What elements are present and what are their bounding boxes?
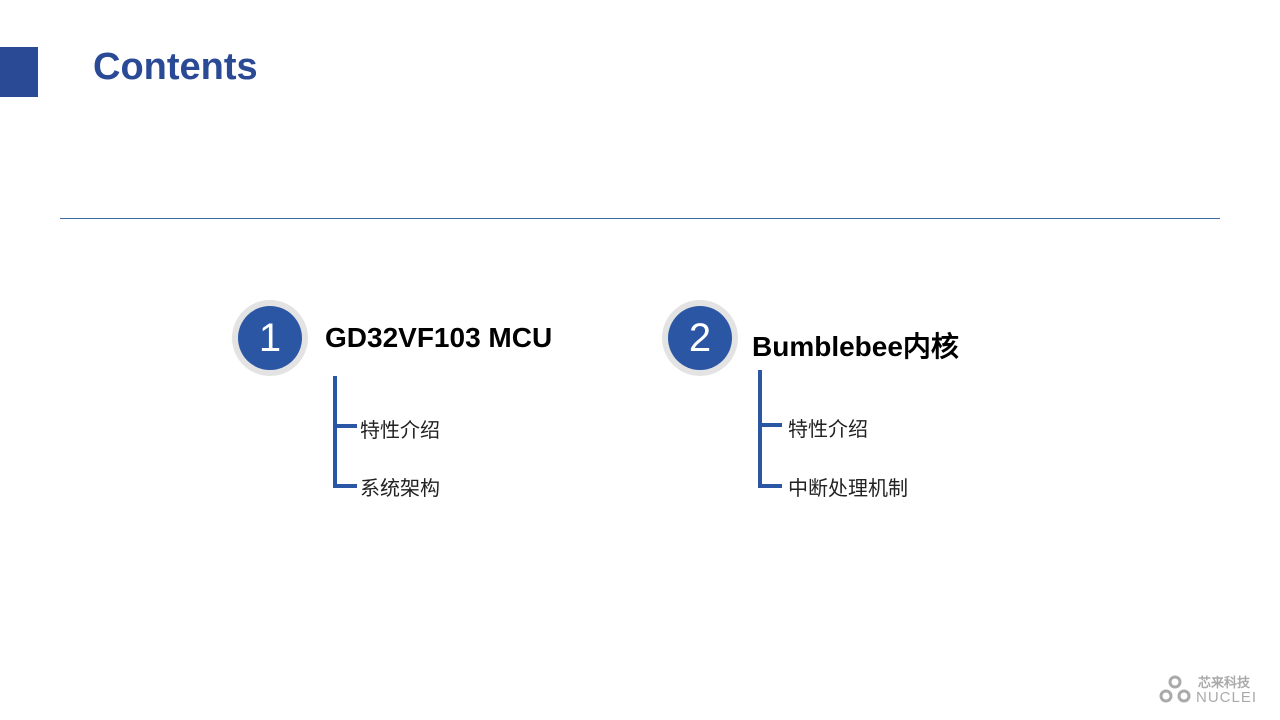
section-number: 2 <box>668 306 732 370</box>
section-heading: Bumblebee内核 <box>752 331 959 362</box>
logo-text-cn: 芯来科技 <box>1198 675 1251 690</box>
section-item[interactable]: 特性介绍 <box>788 419 868 441</box>
logo-text-en: NUCLEI <box>1196 689 1258 706</box>
logo-icon <box>1159 675 1191 703</box>
tree-line <box>758 370 762 488</box>
section-item[interactable]: 系统架构 <box>360 478 440 500</box>
section-item[interactable]: 特性介绍 <box>360 420 440 442</box>
section-number: 1 <box>238 306 302 370</box>
tree-branch <box>758 423 782 427</box>
tree-branch <box>333 484 357 488</box>
tree-branch <box>758 484 782 488</box>
section-number-badge: 1 <box>232 300 308 376</box>
page-title: Contents <box>93 46 258 88</box>
nuclei-logo: 芯来科技 NUCLEI <box>1158 672 1256 711</box>
section-heading: GD32VF103 MCU <box>325 322 553 353</box>
tree-line <box>333 376 337 488</box>
tree-branch <box>333 424 357 428</box>
section-item[interactable]: 中断处理机制 <box>788 478 908 500</box>
section-number-badge: 2 <box>662 300 738 376</box>
divider <box>60 218 1220 219</box>
title-accent-bar <box>0 47 38 97</box>
